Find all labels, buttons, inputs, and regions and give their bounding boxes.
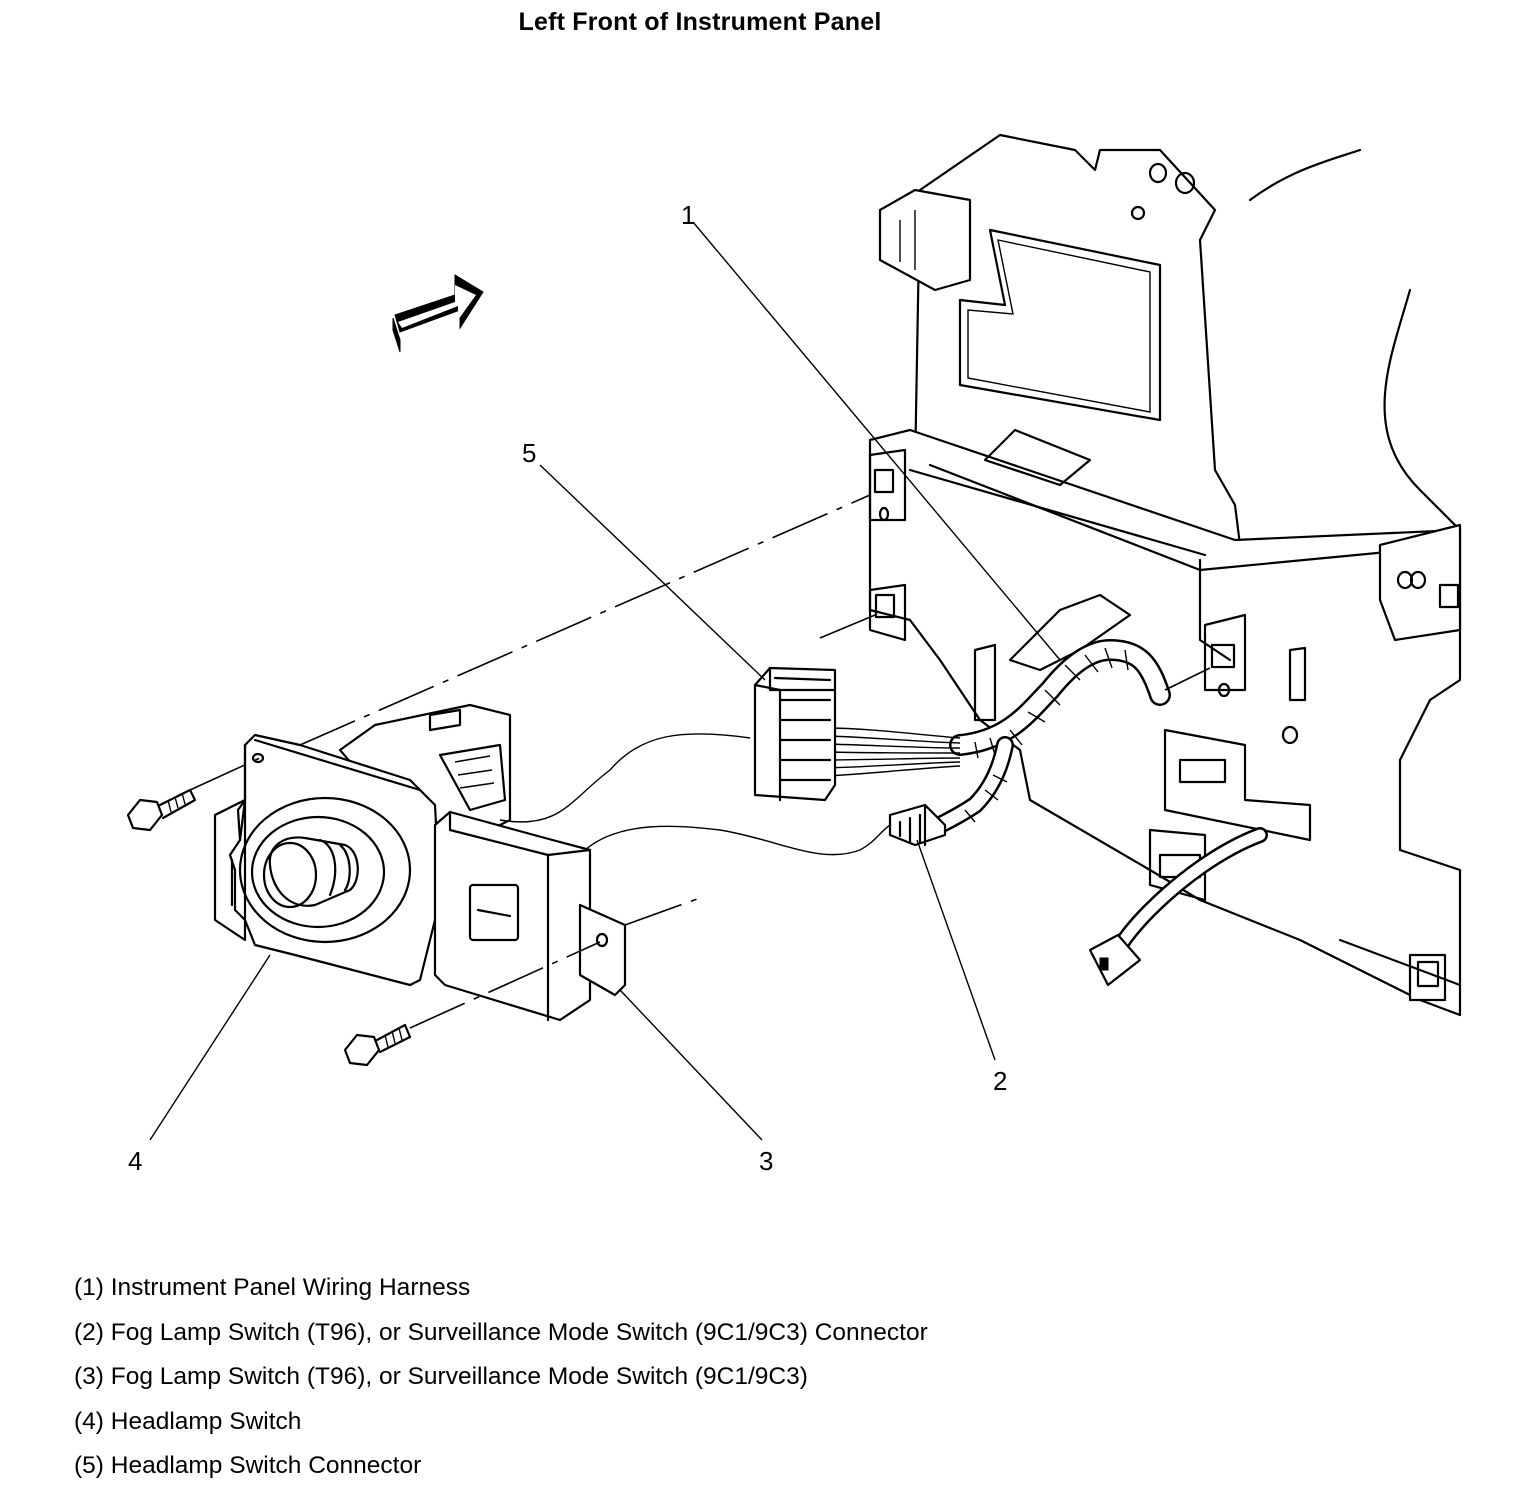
legend-item-1: (1) Instrument Panel Wiring Harness [74,1274,471,1301]
diagram-title: Left Front of Instrument Panel [518,8,882,36]
instrument-panel-wiring-harness [824,638,1268,987]
bolt-upper [126,788,197,832]
forward-direction-arrow-icon [392,274,484,353]
fog-lamp-switch-connector [888,803,947,847]
bolt-lower [343,1023,412,1067]
leader-lines [149,221,1061,1141]
legend-item-5: (5) Headlamp Switch Connector [74,1452,422,1479]
legend-item-3: (3) Fog Lamp Switch (T96), or Surveillan… [74,1363,808,1390]
callout-3: 3 [759,1146,773,1176]
callout-4: 4 [128,1146,142,1176]
exploded-view-illustration: 1 5 2 3 4 [126,133,1462,1176]
legend-item-2: (2) Fog Lamp Switch (T96), or Surveillan… [74,1318,928,1346]
callout-1: 1 [681,200,695,230]
parts-legend: (1) Instrument Panel Wiring Harness (2) … [74,1266,928,1489]
headlamp-switch-connector [753,666,837,802]
headlamp-switch [213,703,512,987]
alignment-lines [189,494,1211,1029]
legend-item-4: (4) Headlamp Switch [74,1407,302,1435]
callout-2: 2 [993,1066,1007,1096]
instrument-panel-structure [868,133,1462,1017]
callout-5: 5 [522,438,536,468]
fog-lamp-switch [433,810,627,1022]
